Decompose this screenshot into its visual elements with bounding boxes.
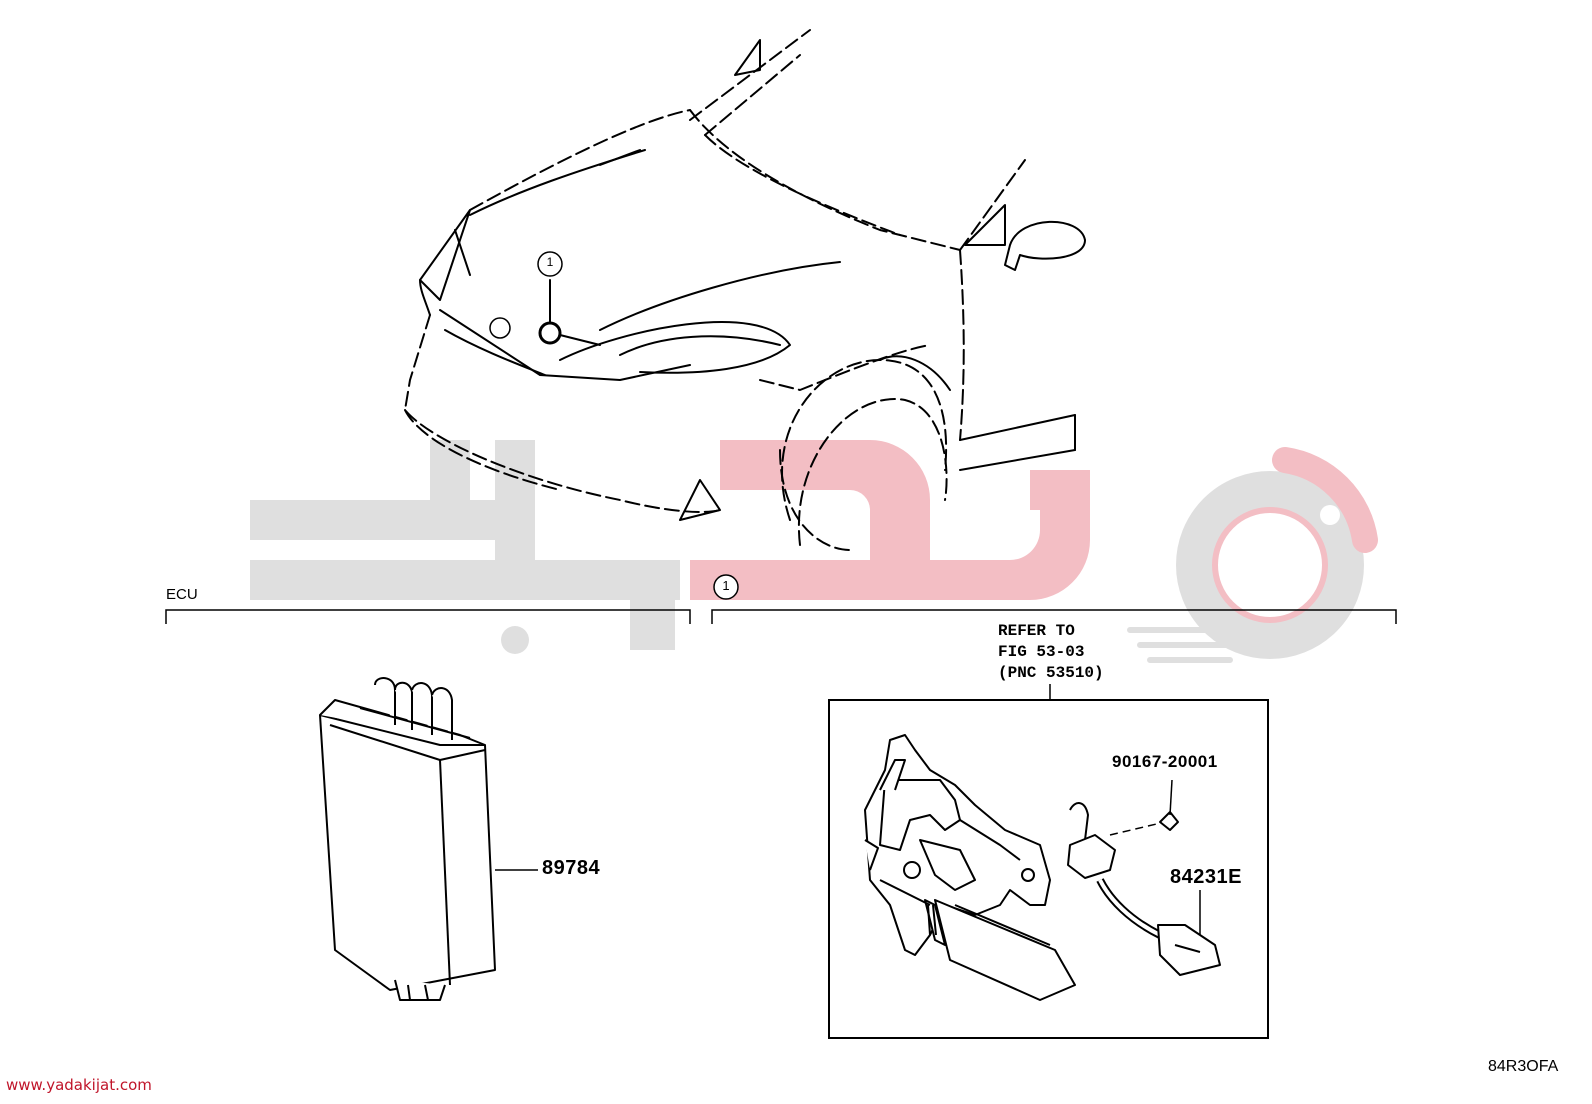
part-number-switch[interactable]: 84231E <box>1170 866 1242 888</box>
figure-code: 84R3OFA <box>1488 1058 1559 1075</box>
watermark-logo <box>250 440 1378 663</box>
refer-line-3: (PNC 53510) <box>998 664 1104 682</box>
callout-circle <box>537 251 563 277</box>
vehicle-outline <box>404 29 1086 551</box>
group-brackets <box>165 609 1397 624</box>
ecu-module-drawing <box>319 677 496 1001</box>
refer-line-2: FIG 53-03 <box>998 643 1085 661</box>
website-watermark: www.yadakijat.com <box>6 1076 152 1094</box>
refer-line-1: REFER TO <box>998 622 1075 640</box>
hood-latch-drawing <box>864 734 1076 1001</box>
group-callout-circle <box>713 574 739 600</box>
callout-number: 1 <box>546 255 554 269</box>
part-number-ecu[interactable]: 89784 <box>542 857 601 879</box>
latch-switch-drawing <box>1067 779 1221 976</box>
group-callout-number: 1 <box>722 578 730 593</box>
ecu-group-label: ECU <box>166 586 198 603</box>
part-number-screw[interactable]: 90167-20001 <box>1112 752 1218 771</box>
